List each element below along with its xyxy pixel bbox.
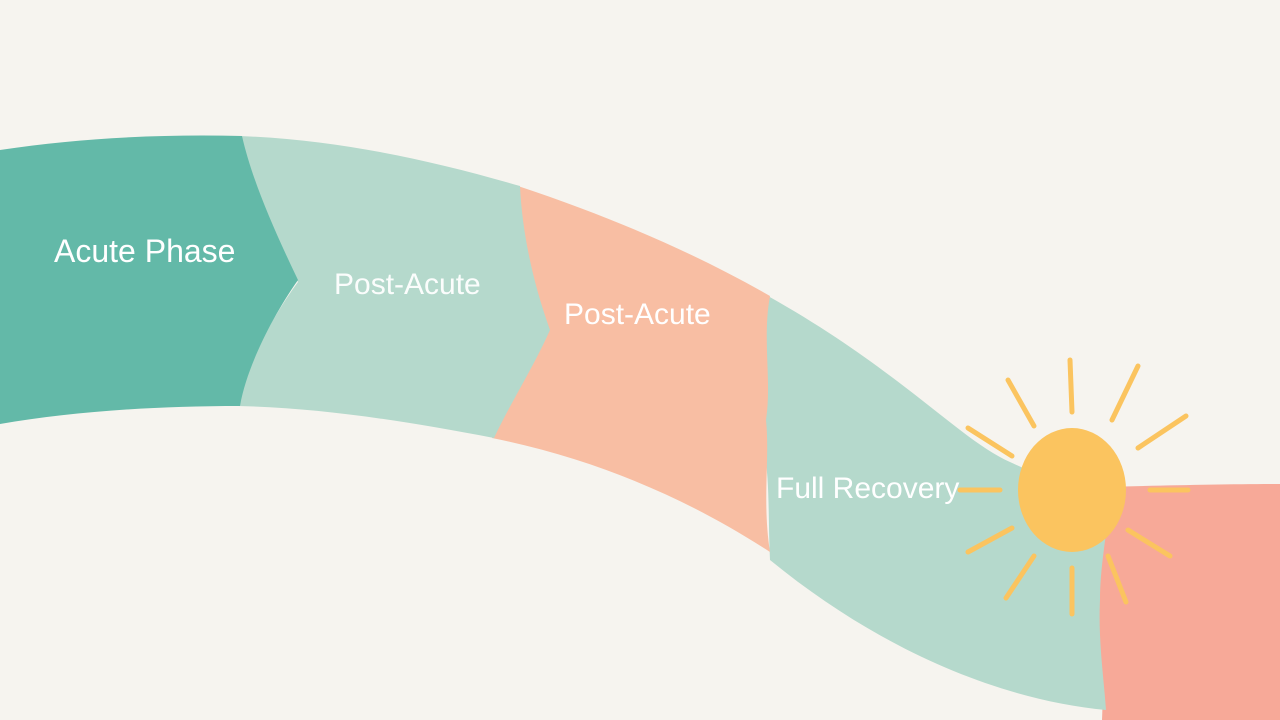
label-acute-phase: Acute Phase bbox=[54, 233, 235, 269]
label-full-recovery: Full Recovery bbox=[776, 472, 959, 505]
segment-post-acute-2 bbox=[492, 186, 770, 552]
label-post-acute-1: Post-Acute bbox=[334, 268, 481, 301]
segment-end-salmon bbox=[1060, 484, 1280, 720]
label-post-acute-2: Post-Acute bbox=[564, 298, 711, 331]
segment-acute-phase bbox=[0, 135, 298, 424]
sun-icon bbox=[957, 357, 1191, 617]
segment-post-acute-1 bbox=[238, 136, 550, 438]
segment-full-recovery bbox=[764, 296, 1110, 710]
